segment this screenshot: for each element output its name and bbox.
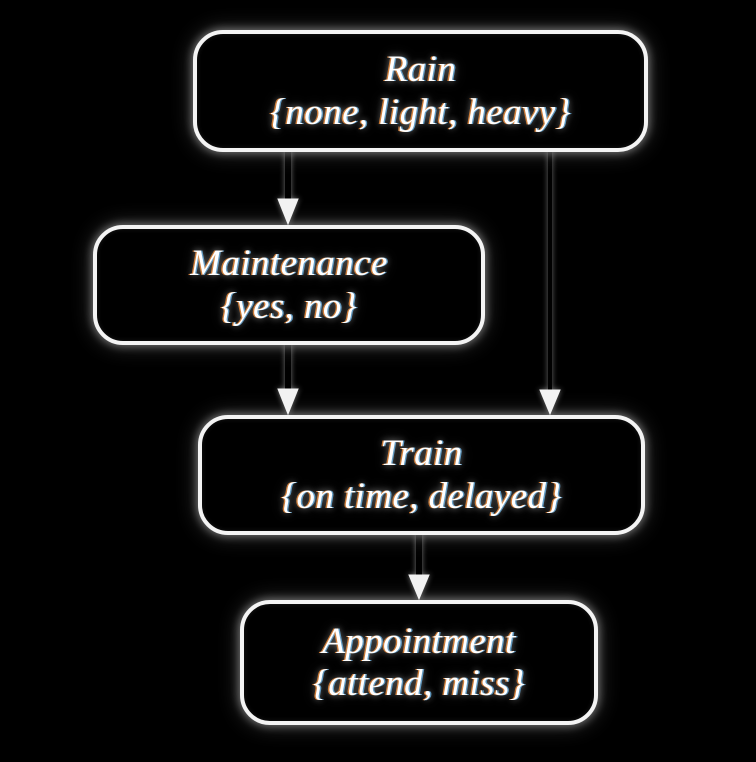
edge-train-to-appointment: [408, 535, 430, 601]
node-maintenance-label: Maintenance: [190, 243, 388, 285]
node-rain-label: Rain: [384, 49, 457, 91]
node-rain-states: {none, light, heavy}: [270, 91, 571, 133]
edge-maintenance-to-train: [277, 345, 299, 416]
edge-rain-to-maintenance: [277, 152, 299, 226]
node-appointment-states: {attend, miss}: [313, 663, 525, 704]
node-train-label: Train: [380, 433, 463, 475]
node-train-states: {on time, delayed}: [281, 475, 562, 517]
node-maintenance[interactable]: Maintenance {yes, no}: [93, 225, 485, 345]
node-train[interactable]: Train {on time, delayed}: [198, 415, 645, 535]
node-appointment-label: Appointment: [322, 620, 516, 662]
edge-rain-to-train: [539, 152, 561, 416]
node-maintenance-states: {yes, no}: [221, 285, 357, 327]
node-rain[interactable]: Rain {none, light, heavy}: [193, 30, 648, 152]
node-appointment[interactable]: Appointment {attend, miss}: [240, 600, 598, 725]
